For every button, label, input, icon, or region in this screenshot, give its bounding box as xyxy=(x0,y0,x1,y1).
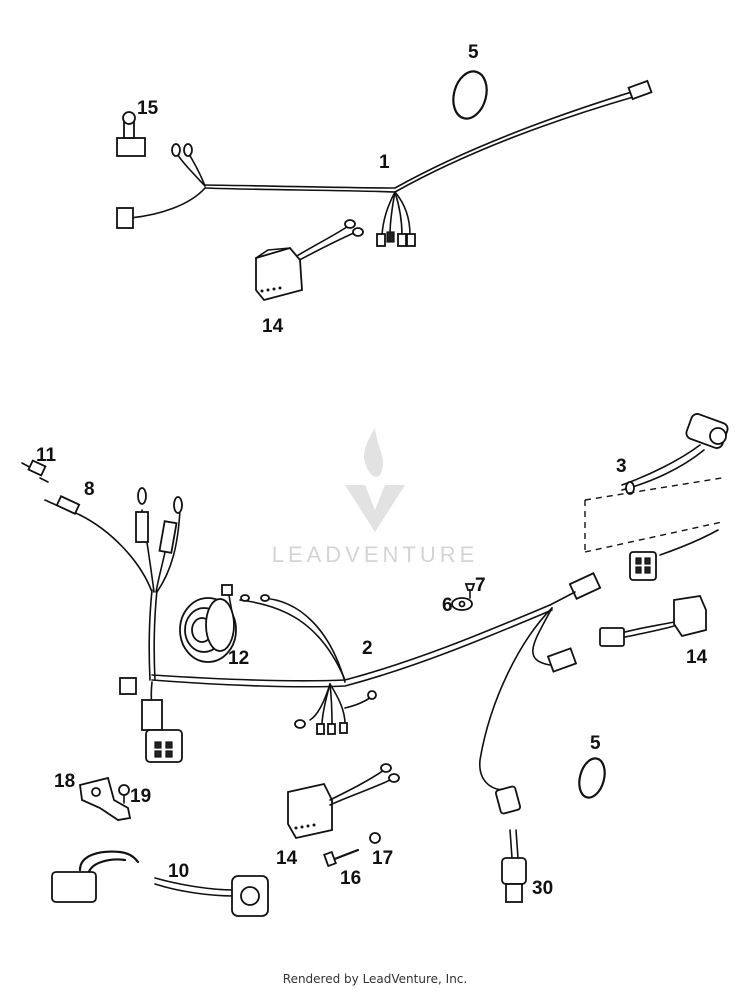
nut-17 xyxy=(369,832,381,844)
callout-6: 6 xyxy=(442,595,453,616)
callout-8: 8 xyxy=(84,479,95,500)
harness-1-small-connector xyxy=(116,207,134,229)
connector-pin xyxy=(635,566,642,574)
clip-5-top xyxy=(452,70,488,120)
switch-knob xyxy=(122,111,136,125)
terminal xyxy=(388,773,400,783)
callout-19: 19 xyxy=(130,786,151,807)
horn-bracket xyxy=(221,584,233,596)
terminal xyxy=(316,723,325,735)
terminal xyxy=(397,233,407,247)
switch-15 xyxy=(116,111,146,157)
regulator-connector xyxy=(599,627,625,647)
terminal xyxy=(376,233,386,247)
harness-2-tab xyxy=(119,677,137,695)
terminal xyxy=(344,219,356,229)
connector-sleeve xyxy=(158,520,178,554)
callout-14-right: 14 xyxy=(686,647,708,668)
terminal xyxy=(406,233,416,247)
connector-pin xyxy=(635,557,642,565)
regulator-14-right xyxy=(599,595,707,647)
connector-pin xyxy=(644,557,651,565)
callout-7: 7 xyxy=(475,575,486,596)
terminal xyxy=(171,143,181,157)
connector-pin xyxy=(154,750,162,758)
callout-2: 2 xyxy=(362,638,373,659)
screw-7 xyxy=(464,583,476,599)
callout-16: 16 xyxy=(340,868,361,889)
callout-14-top: 14 xyxy=(262,316,284,337)
clip-5-bottom xyxy=(578,757,606,799)
terminal xyxy=(294,719,306,729)
grommet xyxy=(625,481,635,495)
sensor-body xyxy=(501,857,527,885)
callout-11: 11 xyxy=(36,445,57,466)
callout-3: 3 xyxy=(616,456,627,477)
watermark: LEADVENTURE xyxy=(272,428,479,567)
harness-2-assembly xyxy=(44,487,602,791)
callout-5-top: 5 xyxy=(468,42,479,63)
harness-2-connector xyxy=(568,572,602,600)
bracket-18 xyxy=(79,776,132,821)
terminal xyxy=(380,763,392,773)
sensor-thread xyxy=(505,883,523,903)
watermark-v-icon xyxy=(345,485,405,532)
switch-body xyxy=(116,137,146,157)
connector-pin xyxy=(165,750,173,758)
switch-3 xyxy=(584,413,729,581)
terminal xyxy=(173,496,183,514)
sensor-30 xyxy=(495,785,527,903)
connector-pin xyxy=(154,741,162,749)
connector-8-sleeve xyxy=(55,495,81,515)
switch-3-knob xyxy=(709,427,727,445)
connector-block xyxy=(145,729,183,763)
clamp-6 xyxy=(451,597,473,611)
callout-10: 10 xyxy=(168,861,189,882)
pickup-10 xyxy=(51,850,269,917)
bulb-body xyxy=(27,459,47,477)
connector-sleeve xyxy=(135,511,149,543)
screw-19 xyxy=(118,784,130,804)
watermark-flame-icon xyxy=(364,428,384,477)
terminal xyxy=(240,594,250,602)
callout-12: 12 xyxy=(228,648,249,669)
terminal xyxy=(327,723,336,735)
terminal xyxy=(367,690,377,700)
callout-18: 18 xyxy=(54,771,75,792)
terminal xyxy=(339,722,348,734)
terminal xyxy=(260,594,270,602)
connector-pin xyxy=(644,566,651,574)
footer-credit: Rendered by LeadVenture, Inc. xyxy=(282,972,468,986)
harness-1-end-connector xyxy=(627,79,653,101)
terminal xyxy=(352,227,364,237)
callout-15: 15 xyxy=(137,98,159,119)
callout-14-bottom: 14 xyxy=(276,848,298,869)
connector-sleeve xyxy=(141,699,163,731)
terminal xyxy=(137,487,147,505)
terminal xyxy=(386,231,395,243)
bulb-11 xyxy=(21,459,49,483)
watermark-text: LEADVENTURE xyxy=(272,542,479,567)
horn-back xyxy=(205,598,235,652)
bolt-16 xyxy=(323,848,360,868)
regulator-14-top xyxy=(255,246,303,302)
horn-12 xyxy=(179,584,237,663)
callout-5-bottom: 5 xyxy=(590,733,601,754)
pickup-left-block xyxy=(51,871,97,903)
connector-pin xyxy=(165,741,173,749)
sensor-cap xyxy=(495,785,521,815)
callout-17: 17 xyxy=(372,848,393,869)
callout-30: 30 xyxy=(532,878,553,899)
switch-3-connector xyxy=(629,551,657,581)
harness-2-side-connector xyxy=(546,647,578,673)
terminal xyxy=(183,143,193,157)
regulator-14-bottom xyxy=(287,763,400,840)
callout-1: 1 xyxy=(379,152,390,173)
